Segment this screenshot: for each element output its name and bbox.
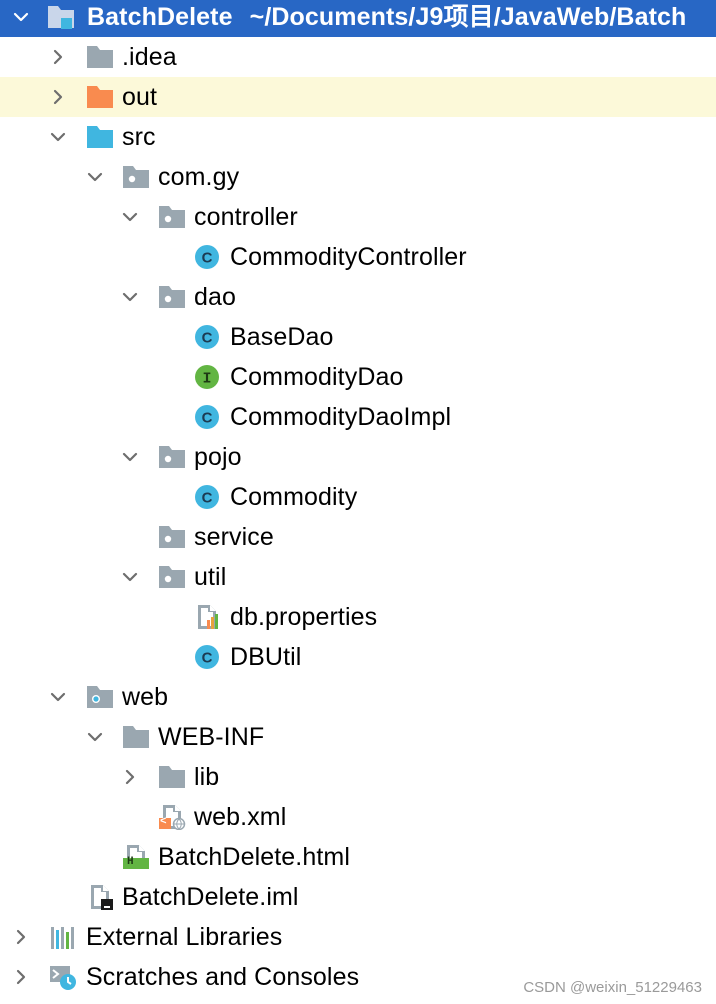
project-name: BatchDelete	[87, 3, 233, 31]
tree-item-label: web.xml	[194, 803, 287, 831]
tree-item-label: out	[122, 83, 158, 111]
tree-item-label: CommodityDaoImpl	[230, 403, 452, 431]
tree-item-label: CommodityController	[230, 243, 467, 271]
html-file-icon: H	[122, 844, 150, 870]
chevron-right-icon[interactable]	[50, 89, 66, 105]
tree-item-db-properties[interactable]: db.properties	[0, 597, 716, 637]
html-badge: H	[127, 856, 134, 868]
tree-item-label: com.gy	[158, 163, 240, 191]
class-icon	[193, 324, 221, 350]
tree-item-pojo[interactable]: pojo	[0, 437, 716, 477]
package-icon	[158, 204, 186, 230]
libraries-icon	[49, 924, 77, 950]
chevron-right-icon[interactable]	[50, 49, 66, 65]
package-icon	[122, 164, 150, 190]
chevron-down-icon[interactable]	[122, 569, 138, 585]
chevron-right-icon[interactable]	[122, 769, 138, 785]
iml-file-icon	[86, 884, 114, 910]
properties-file-icon	[193, 604, 221, 630]
watermark: CSDN @weixin_51229463	[523, 979, 702, 996]
tree-item-basedao[interactable]: BaseDao	[0, 317, 716, 357]
tree-item-batchdelete-iml[interactable]: BatchDelete.iml	[0, 877, 716, 917]
class-icon	[193, 404, 221, 430]
chevron-down-icon[interactable]	[50, 689, 66, 705]
tree-item-label: db.properties	[230, 603, 378, 631]
tree-item-label: src	[122, 123, 156, 151]
tree-item-out[interactable]: out	[0, 77, 716, 117]
package-icon	[158, 564, 186, 590]
folder-icon	[122, 724, 150, 750]
class-icon	[193, 644, 221, 670]
package-icon	[158, 284, 186, 310]
interface-icon	[193, 364, 221, 390]
chevron-down-icon[interactable]	[87, 729, 103, 745]
chevron-right-icon[interactable]	[13, 969, 29, 985]
class-icon	[193, 484, 221, 510]
folder-icon	[158, 764, 186, 790]
tree-item-dbutil[interactable]: DBUtil	[0, 637, 716, 677]
tree-item-label: dao	[194, 283, 237, 311]
tree-item-dao[interactable]: dao	[0, 277, 716, 317]
tree-root-row[interactable]: BatchDelete ~/Documents/J9项目/JavaWeb/Bat…	[0, 0, 716, 37]
tree-item-commodity-controller[interactable]: CommodityController	[0, 237, 716, 277]
tree-item-idea[interactable]: .idea	[0, 37, 716, 77]
tree-item-web-inf[interactable]: WEB-INF	[0, 717, 716, 757]
tree-item-util[interactable]: util	[0, 557, 716, 597]
chevron-down-icon[interactable]	[122, 449, 138, 465]
source-folder-icon	[86, 124, 114, 150]
class-icon	[193, 244, 221, 270]
xml-file-icon: <	[158, 804, 186, 831]
chevron-down-icon[interactable]	[122, 289, 138, 305]
scratches-icon	[49, 964, 77, 990]
web-folder-icon	[86, 684, 114, 710]
tree-item-label: BaseDao	[230, 323, 334, 351]
chevron-right-icon[interactable]	[13, 929, 29, 945]
tree-item-label: controller	[194, 203, 298, 231]
tree-item-label: util	[194, 563, 227, 591]
tree-item-batchdelete-html[interactable]: H BatchDelete.html	[0, 837, 716, 877]
tree-item-label: Commodity	[230, 483, 358, 511]
package-icon	[158, 524, 186, 550]
tree-item-service[interactable]: service	[0, 517, 716, 557]
tree-item-label: External Libraries	[86, 923, 283, 951]
tree-item-external-libraries[interactable]: External Libraries	[0, 917, 716, 957]
tree-item-web-xml[interactable]: < web.xml	[0, 797, 716, 837]
tree-item-controller[interactable]: controller	[0, 197, 716, 237]
tree-item-label: BatchDelete.iml	[122, 883, 299, 911]
tree-item-label: Scratches and Consoles	[86, 963, 360, 991]
tree-item-label: CommodityDao	[230, 363, 404, 391]
tree-item-scratches[interactable]: Scratches and Consoles	[0, 957, 716, 997]
chevron-down-icon[interactable]	[87, 169, 103, 185]
excluded-folder-icon	[86, 84, 114, 110]
package-icon	[158, 444, 186, 470]
chevron-down-icon[interactable]	[122, 209, 138, 225]
tree-item-label: service	[194, 523, 274, 551]
tree-item-label: BatchDelete.html	[158, 843, 350, 871]
tree-item-label: pojo	[194, 443, 242, 471]
chevron-down-icon[interactable]	[50, 129, 66, 145]
folder-icon	[86, 44, 114, 70]
tree-item-com-gy[interactable]: com.gy	[0, 157, 716, 197]
tree-item-lib[interactable]: lib	[0, 757, 716, 797]
xml-badge: <	[160, 816, 167, 828]
tree-item-label: lib	[194, 763, 220, 791]
tree-item-commodity-dao[interactable]: CommodityDao	[0, 357, 716, 397]
tree-item-web[interactable]: web	[0, 677, 716, 717]
tree-item-label: web	[122, 683, 169, 711]
project-path: ~/Documents/J9项目/JavaWeb/Batch	[249, 3, 687, 31]
tree-item-src[interactable]: src	[0, 117, 716, 157]
tree-item-label: WEB-INF	[158, 723, 265, 751]
tree-item-label: DBUtil	[230, 643, 302, 671]
project-folder-icon	[47, 4, 75, 30]
tree-item-commodity-dao-impl[interactable]: CommodityDaoImpl	[0, 397, 716, 437]
tree-item-label: .idea	[122, 43, 177, 71]
tree-item-commodity[interactable]: Commodity	[0, 477, 716, 517]
chevron-down-icon[interactable]	[13, 9, 29, 25]
